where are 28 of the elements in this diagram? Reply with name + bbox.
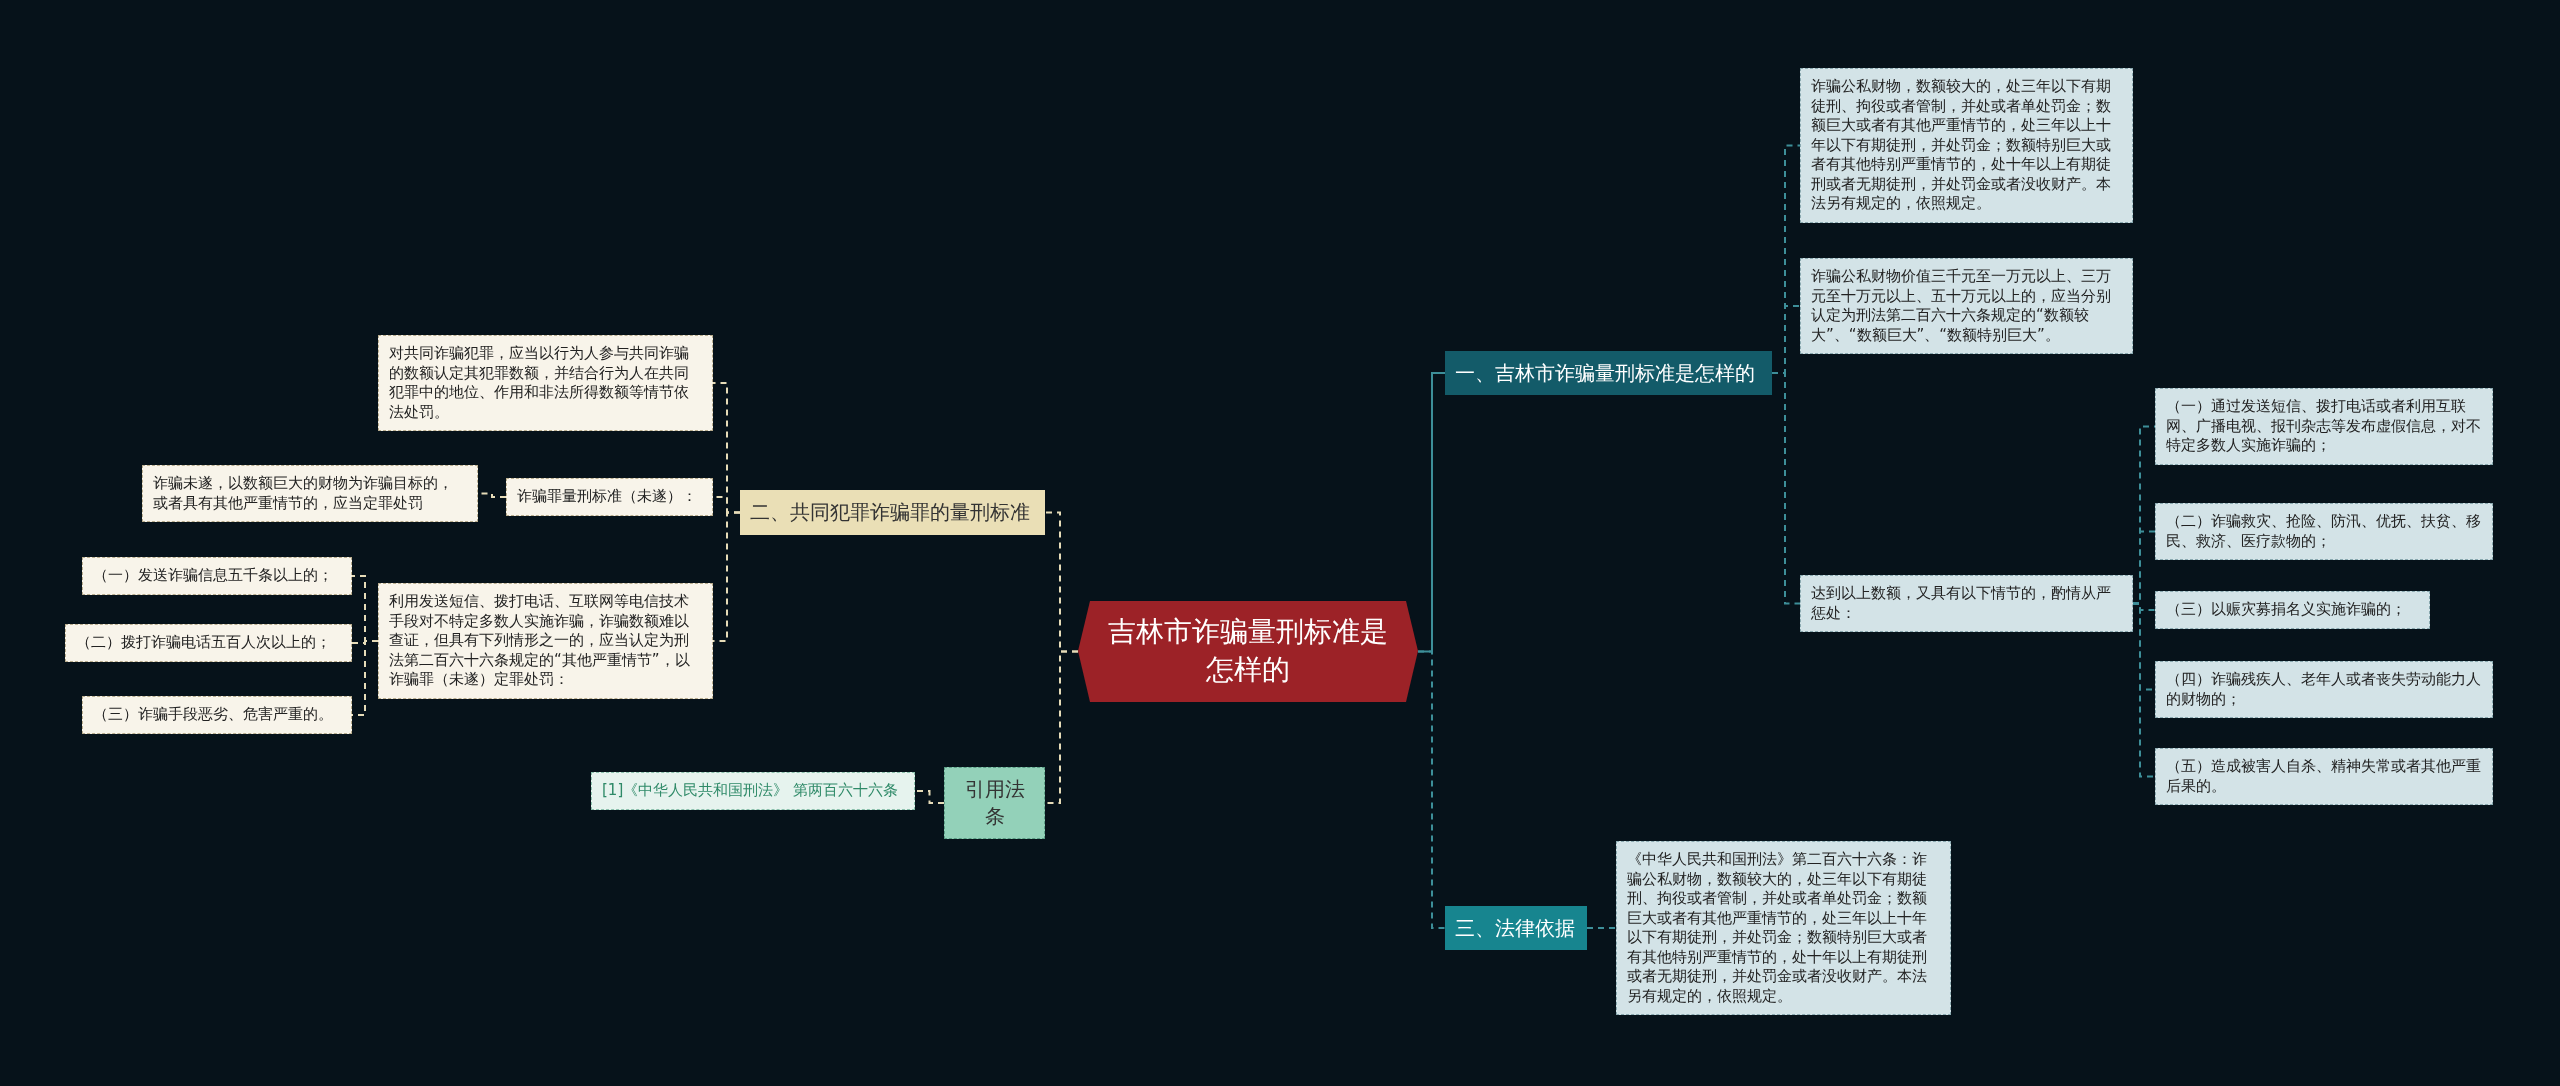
text-card: （四）诈骗残疾人、老年人或者丧失劳动能力人的财物的； — [2155, 661, 2493, 718]
text-card: （三）以赈灾募捐名义实施诈骗的； — [2155, 591, 2430, 629]
text-card: （一）通过发送短信、拨打电话或者利用互联网、广播电视、报刊杂志等发布虚假信息，对不特定多数人实施诈骗的； — [2155, 388, 2493, 465]
connector-line — [2132, 602, 2156, 778]
text-card: （一）发送诈骗信息五千条以上的； — [82, 557, 352, 595]
text-card: 诈骗罪量刑标准（未遂）： — [506, 478, 713, 516]
branch-topic: 一、吉林市诈骗量刑标准是怎样的 — [1445, 351, 1772, 395]
connector-line — [914, 790, 945, 804]
connector-line — [1417, 650, 1446, 929]
text-card: 达到以上数额，又具有以下情节的，酌情从严惩处： — [1800, 575, 2133, 632]
branch-topic: 引用法条 — [944, 767, 1045, 839]
central-topic: 吉林市诈骗量刑标准是怎样的 — [1078, 601, 1418, 702]
connector-line — [712, 511, 741, 642]
citation-card: [1]《中华人民共和国刑法》 第两百六十六条 — [591, 772, 915, 810]
connector-line — [1586, 927, 1617, 929]
connector-line — [1771, 372, 1801, 605]
text-card: （三）诈骗手段恶劣、危害严重的。 — [82, 696, 352, 734]
text-card: 诈骗未遂，以数额巨大的财物为诈骗目标的，或者具有其他严重情节的，应当定罪处罚 — [142, 465, 478, 522]
text-card: 诈骗公私财物，数额较大的，处三年以下有期徒刑、拘役或者管制，并处或者单处罚金；数额巨大或者有其他严重情节的，处三年以上十年以下有期徒刑，并处罚金；数额特别巨大或者有其他特别严重情节的，处十年以上有期徒刑或者无期徒刑，并处罚金或者没收财产。本法另有规定的，依照规定。 — [1800, 68, 2133, 223]
branch-topic: 二、共同犯罪诈骗罪的量刑标准 — [740, 490, 1045, 535]
text-card: 对共同诈骗犯罪，应当以行为人参与共同诈骗的数额认定其犯罪数额，并结合行为人在共同犯罪中的地位、作用和非法所得数额等情节依法处罚。 — [378, 335, 713, 431]
text-card: 诈骗公私财物价值三千元至一万元以上、三万元至十万元以上、五十万元以上的，应当分别认定为刑法第二百六十六条规定的“数额较大”、“数额巨大”、“数额特别巨大”。 — [1800, 258, 2133, 354]
branch-topic: 三、法律依据 — [1445, 906, 1587, 950]
text-card: （二）诈骗救灾、抢险、防汛、优抚、扶贫、移民、救济、医疗款物的； — [2155, 503, 2493, 560]
text-card: （五）造成被害人自杀、精神失常或者其他严重后果的。 — [2155, 748, 2493, 805]
text-card: 利用发送短信、拨打电话、互联网等电信技术手段对不特定多数人实施诈骗，诈骗数额难以查证，但具有下列情形之一的，应当认定为刑法第二百六十六条规定的“其他严重情节”，以诈骗罪（未遂）定罪处罚： — [378, 583, 713, 699]
text-card: （二）拨打诈骗电话五百人次以上的； — [65, 624, 352, 662]
text-card: 《中华人民共和国刑法》第二百六十六条：诈骗公私财物，数额较大的，处三年以下有期徒刑、拘役或者管制，并处或者单处罚金；数额巨大或者有其他严重情节的，处三年以上十年以下有期徒刑，并处罚金；数额特别巨大或者有其他特别严重情节的，处十年以上有期徒刑或者无期徒刑，并处罚金或者没收财产。本法另有规定的，依照规定。 — [1616, 841, 1951, 1015]
